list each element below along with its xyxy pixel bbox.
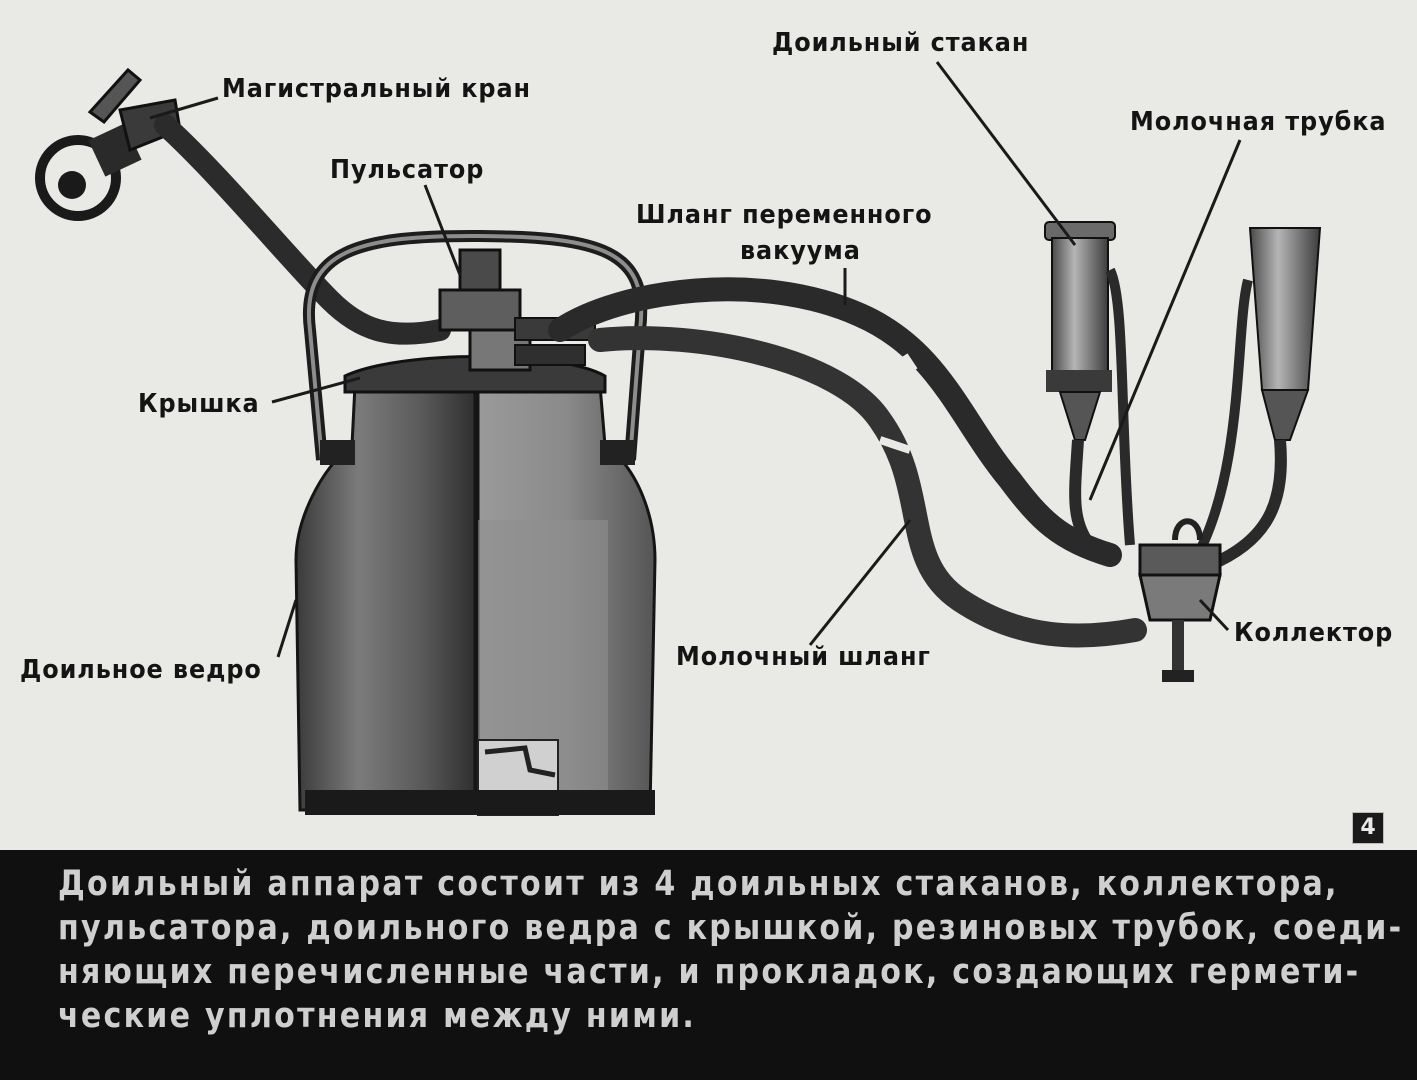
milking-pail-illustration <box>294 355 657 816</box>
label-variable-vacuum-hose: Шланг переменного <box>636 200 933 230</box>
caption-line-1: Доильный аппарат состоит из 4 доильных с… <box>58 864 1339 904</box>
caption-line-3: няющих перечисленные части, и прокладок,… <box>58 952 1361 992</box>
label-pulsator: Пульсатор <box>330 155 485 185</box>
caption-line-2: пульсатора, доильного ведра с крышкой, р… <box>58 908 1404 948</box>
diagram-background <box>0 0 1417 850</box>
teat-cup-left-illustration <box>1044 221 1135 549</box>
caption-panel: Доильный аппарат состоит из 4 доильных с… <box>0 850 1417 1080</box>
vacuum-main-hose <box>154 114 451 345</box>
label-milking-pail: Доильное ведро <box>20 655 262 685</box>
milking-machine-diagram <box>0 0 1417 850</box>
slide-number: 4 <box>1352 812 1384 844</box>
pulsator-illustration <box>438 248 596 372</box>
label-milk-hose: Молочный шланг <box>676 642 931 672</box>
teat-cup-right-illustration <box>1190 227 1322 571</box>
label-lid: Крышка <box>138 389 260 419</box>
leader-lines <box>149 61 1242 658</box>
collector-illustration <box>1138 518 1222 682</box>
label-milk-tube: Молочная трубка <box>1130 107 1387 137</box>
caption-line-4: ческие уплотнения между ними. <box>58 996 697 1036</box>
milk-hose <box>588 326 1147 648</box>
variable-vacuum-hose <box>548 277 1122 567</box>
label-variable-vacuum-hose-2: вакуума <box>740 236 861 266</box>
label-main-valve: Магистральный кран <box>222 74 531 104</box>
label-teat-cup: Доильный стакан <box>772 28 1030 58</box>
label-collector: Коллектор <box>1234 618 1394 648</box>
main-valve-illustration <box>35 67 182 221</box>
